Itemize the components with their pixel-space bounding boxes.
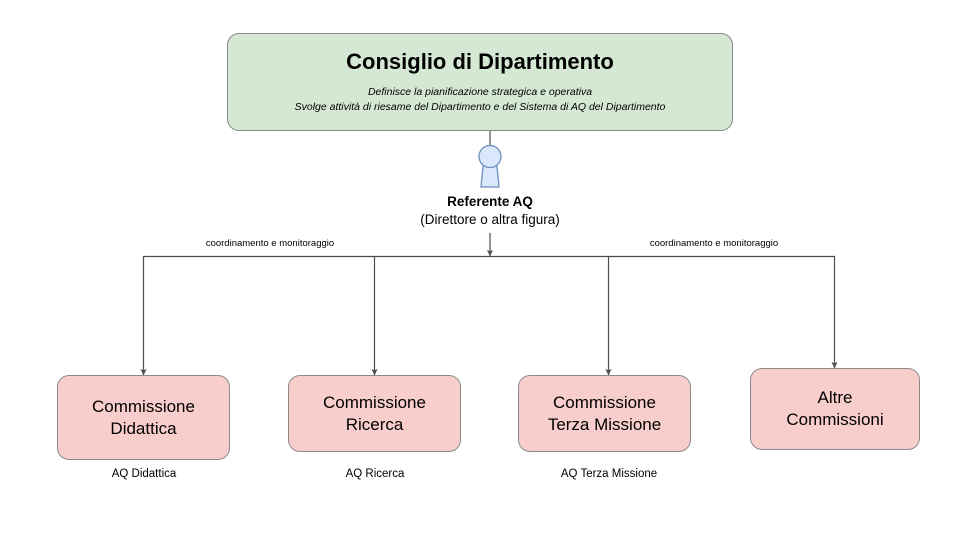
council-subtitle-line-2: Svolge attività di riesame del Dipartime… [294,101,666,113]
council-subtitle-line-1: Definisce la pianificazione strategica e… [367,86,593,98]
commissione-ricerca-line-1: Commissione [323,392,426,412]
altre-commissioni-line-1: Altre [817,388,853,407]
node-altre-commissioni[interactable]: Altre Commissioni [750,368,920,450]
node-commissione-didattica[interactable]: Commissione Didattica [57,375,230,460]
referente-aq-qualifier: (Direttore o altra figura) [420,212,560,227]
person-actor-icon [466,143,514,191]
node-commissione-terza-missione[interactable]: Commissione Terza Missione [518,375,691,452]
commissione-terza-missione-line-1: Commissione [553,392,656,412]
commissione-didattica-line-2: Didattica [110,418,177,438]
caption-aq-terza-missione: AQ Terza Missione [560,468,658,480]
altre-commissioni-line-2: Commissioni [786,410,884,429]
commissione-didattica-line-1: Commissione [92,396,195,416]
commissione-terza-missione-line-2: Terza Missione [547,414,662,434]
caption-aq-didattica: AQ Didattica [111,468,177,480]
edge-label-left-coordinamento: coordinamento e monitoraggio [205,238,335,249]
referente-aq-name: Referente AQ [447,194,533,209]
node-consiglio-di-dipartimento[interactable]: Consiglio di Dipartimento Definisce la p… [227,33,733,131]
node-commissione-ricerca[interactable]: Commissione Ricerca [288,375,461,452]
commissione-ricerca-line-2: Ricerca [345,414,404,434]
edge-label-right-coordinamento: coordinamento e monitoraggio [649,238,779,249]
caption-aq-ricerca: AQ Ricerca [345,468,405,480]
council-title: Consiglio di Dipartimento [346,49,614,74]
